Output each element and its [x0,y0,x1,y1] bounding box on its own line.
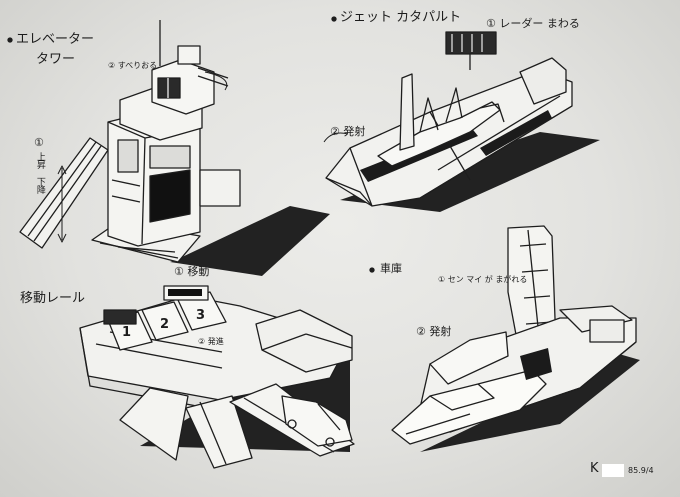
jet-launch-note: ② 発射 [330,125,366,138]
rail-slot-2: 2 [160,317,170,332]
moving-rail-drawing [79,285,355,469]
rail-launch-note: ② 発進 [198,337,224,346]
signature-initial: K [590,461,599,476]
garage-open-note: ① セン マイ が まがれる [438,275,528,284]
rail-slot-3: 3 [196,308,206,323]
elevator-tower-drawing [19,20,330,276]
rail-move-note: ① 移動 [174,265,210,278]
garage-title: 車庫 [380,262,402,275]
redacted-signature-block [602,464,624,477]
garage-launch-note: ② 発射 [416,325,452,338]
sheet-date: 85.9/4 [628,466,654,475]
elevator-move-note: ② すべりおる [108,61,158,70]
jet-radar-note: ① レーダー まわる [486,17,580,30]
elevator-updown-note: 上昇 下降 [34,152,45,193]
jet-catapult-title: ジェット カタパルト [340,10,462,25]
jet-catapult-drawing [323,31,600,212]
moving-rail-title: 移動レール [20,291,86,306]
garage-drawing [391,225,640,452]
elevator-tower-title-line2: タワー [36,52,76,67]
elevator-updown-number: ① [34,136,44,149]
rail-slot-1: 1 [122,325,132,340]
elevator-tower-title: エレベーター [16,32,95,47]
